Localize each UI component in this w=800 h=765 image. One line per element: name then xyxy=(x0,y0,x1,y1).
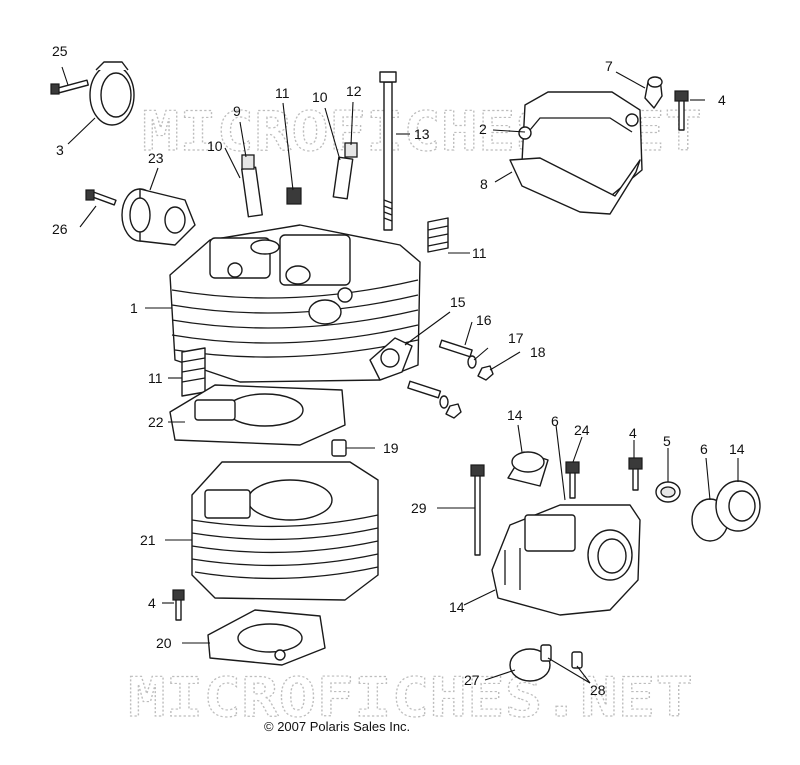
watermark-bottom: MICROFICHES.NET xyxy=(128,666,693,729)
callout-16: 16 xyxy=(476,312,492,328)
callout-14-bottom: 14 xyxy=(449,599,465,615)
callout-8: 8 xyxy=(480,176,488,192)
callout-9: 9 xyxy=(233,103,241,119)
copyright-notice: © 2007 Polaris Sales Inc. xyxy=(264,719,410,734)
callout-23: 23 xyxy=(148,150,164,166)
callout-13: 13 xyxy=(414,126,430,142)
breather-elbow xyxy=(644,76,663,109)
callout-10-left: 10 xyxy=(207,138,223,154)
intake-clamp xyxy=(89,61,135,126)
callout-5: 5 xyxy=(663,433,671,449)
leader-lines xyxy=(61,66,739,684)
callout-11-top: 11 xyxy=(275,85,290,101)
callout-3: 3 xyxy=(56,142,64,158)
cover-bolt xyxy=(674,90,689,131)
callout-17: 17 xyxy=(508,330,524,346)
head-gasket xyxy=(169,384,346,446)
base-gasket xyxy=(207,609,326,666)
callout-4-left: 4 xyxy=(148,595,156,611)
crankcase-bolt-long xyxy=(470,464,485,556)
callout-4-right: 4 xyxy=(629,425,637,441)
spring-block-left xyxy=(181,347,206,397)
callout-7: 7 xyxy=(605,58,613,74)
callout-18: 18 xyxy=(530,344,546,360)
valve-guide-left xyxy=(241,154,263,218)
crankcase-cover xyxy=(507,451,549,487)
callout-15: 15 xyxy=(450,294,466,310)
callout-4-top: 4 xyxy=(718,92,726,108)
cylinder xyxy=(191,461,379,601)
callout-24: 24 xyxy=(574,422,590,438)
exhaust-gasket xyxy=(369,337,413,381)
valve-retainer-small xyxy=(286,187,302,205)
plug-27 xyxy=(509,648,551,682)
cap-14 xyxy=(715,480,761,532)
intake-boot xyxy=(121,188,196,246)
callout-11-left: 11 xyxy=(148,370,163,386)
callout-12: 12 xyxy=(346,83,362,99)
callout-26: 26 xyxy=(52,221,68,237)
dowel-pins-28 xyxy=(540,644,583,669)
callout-11-right: 11 xyxy=(472,245,487,261)
spring-block-right xyxy=(427,217,449,253)
callout-19: 19 xyxy=(383,440,399,456)
cylinder-head xyxy=(169,224,421,383)
callout-6-right: 6 xyxy=(700,441,708,457)
callout-25: 25 xyxy=(52,43,68,59)
callout-2: 2 xyxy=(479,121,487,137)
callout-27: 27 xyxy=(464,672,480,688)
callout-14-top: 14 xyxy=(507,407,523,423)
valve-cover-gasket xyxy=(509,157,641,215)
crankcase-bolt-24 xyxy=(565,461,580,499)
cylinder-bolt xyxy=(172,589,185,621)
callout-labels: 25 3 23 26 9 10 11 10 12 13 7 4 2 8 11 1… xyxy=(52,43,745,698)
callout-6-mid: 6 xyxy=(551,413,559,429)
exhaust-nuts xyxy=(445,365,494,419)
exhaust-studs xyxy=(407,339,473,399)
callout-28: 28 xyxy=(590,682,606,698)
exhaust-washers xyxy=(439,355,477,409)
callout-14-right: 14 xyxy=(729,441,745,457)
clamp-bolt xyxy=(50,79,89,95)
callout-20: 20 xyxy=(156,635,172,651)
callout-1: 1 xyxy=(130,300,138,316)
boot-bolt xyxy=(85,189,117,206)
dowel-pin xyxy=(331,439,347,457)
callout-21: 21 xyxy=(140,532,156,548)
crankcase-block xyxy=(491,504,641,616)
callout-29: 29 xyxy=(411,500,427,516)
oil-plug xyxy=(655,481,681,503)
valve-guide-right xyxy=(332,142,358,200)
long-stud xyxy=(379,71,397,231)
crankcase-bolt-4 xyxy=(628,457,643,491)
callout-22: 22 xyxy=(148,414,164,430)
callout-10-right: 10 xyxy=(312,89,328,105)
